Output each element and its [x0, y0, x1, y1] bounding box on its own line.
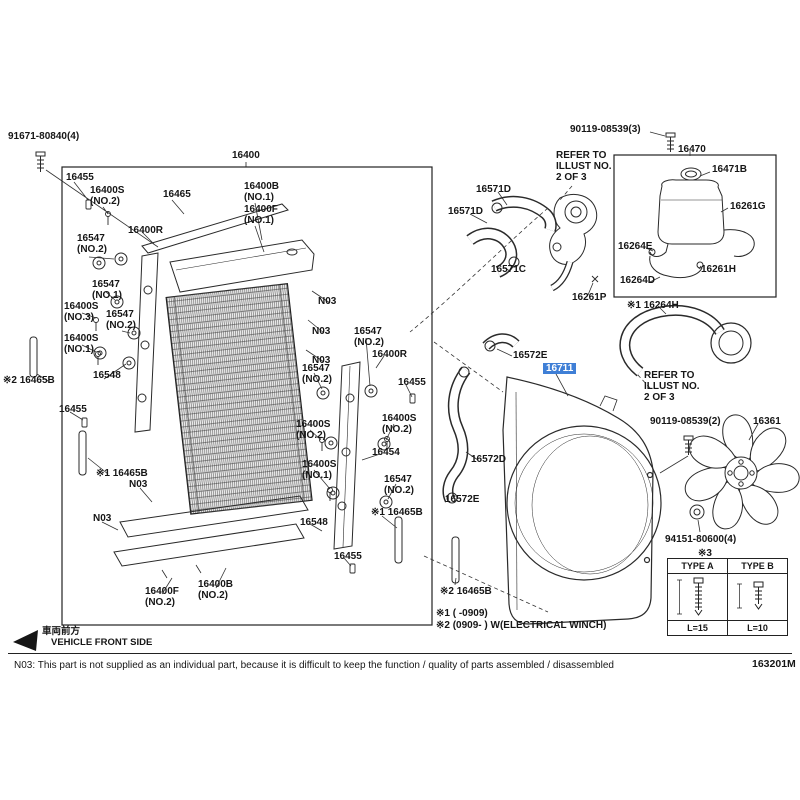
reservoir-assembly — [591, 167, 755, 283]
document-ref: 163201M — [752, 658, 796, 670]
inlet-housing — [549, 194, 598, 292]
footer-divider — [8, 653, 792, 654]
vehicle-front-arrow-icon — [13, 630, 38, 651]
vehicle-front-label-en: VEHICLE FRONT SIDE — [51, 637, 153, 648]
radiator-exploded-view — [29, 199, 460, 584]
outlet-pipe — [619, 304, 752, 377]
bolt-91671-icon — [35, 151, 46, 172]
radiator-hoses — [442, 195, 557, 504]
cooling-fan — [681, 414, 800, 534]
bolt-90119-3-icon — [665, 132, 676, 152]
legend-screw-type-a-icon — [667, 573, 728, 621]
bolt-icons — [35, 132, 694, 455]
radiator-assembly-box — [61, 162, 433, 626]
legend-header-type-a: TYPE A — [667, 558, 728, 574]
bolt-90119-2-icon — [683, 435, 694, 455]
reservoir-box — [613, 154, 777, 298]
small-screws — [93, 211, 390, 501]
legend-screw-type-b-icon — [727, 573, 788, 621]
clips — [81, 199, 416, 574]
legend-length-type-b: L=10 — [727, 620, 788, 636]
vehicle-front-label-jp: 車両前方 — [42, 626, 81, 637]
grommets — [92, 252, 393, 509]
leader-lines — [36, 131, 759, 595]
dashed-lines — [409, 185, 651, 613]
fan-shroud — [502, 376, 662, 625]
legend-length-type-a: L=15 — [667, 620, 728, 636]
n03-footnote: N03: This part is not supplied as an ind… — [14, 660, 614, 671]
legend-header-type-b: TYPE B — [727, 558, 788, 574]
fan-spacer — [689, 504, 705, 520]
legend-table: TYPE A TYPE B — [667, 558, 788, 636]
